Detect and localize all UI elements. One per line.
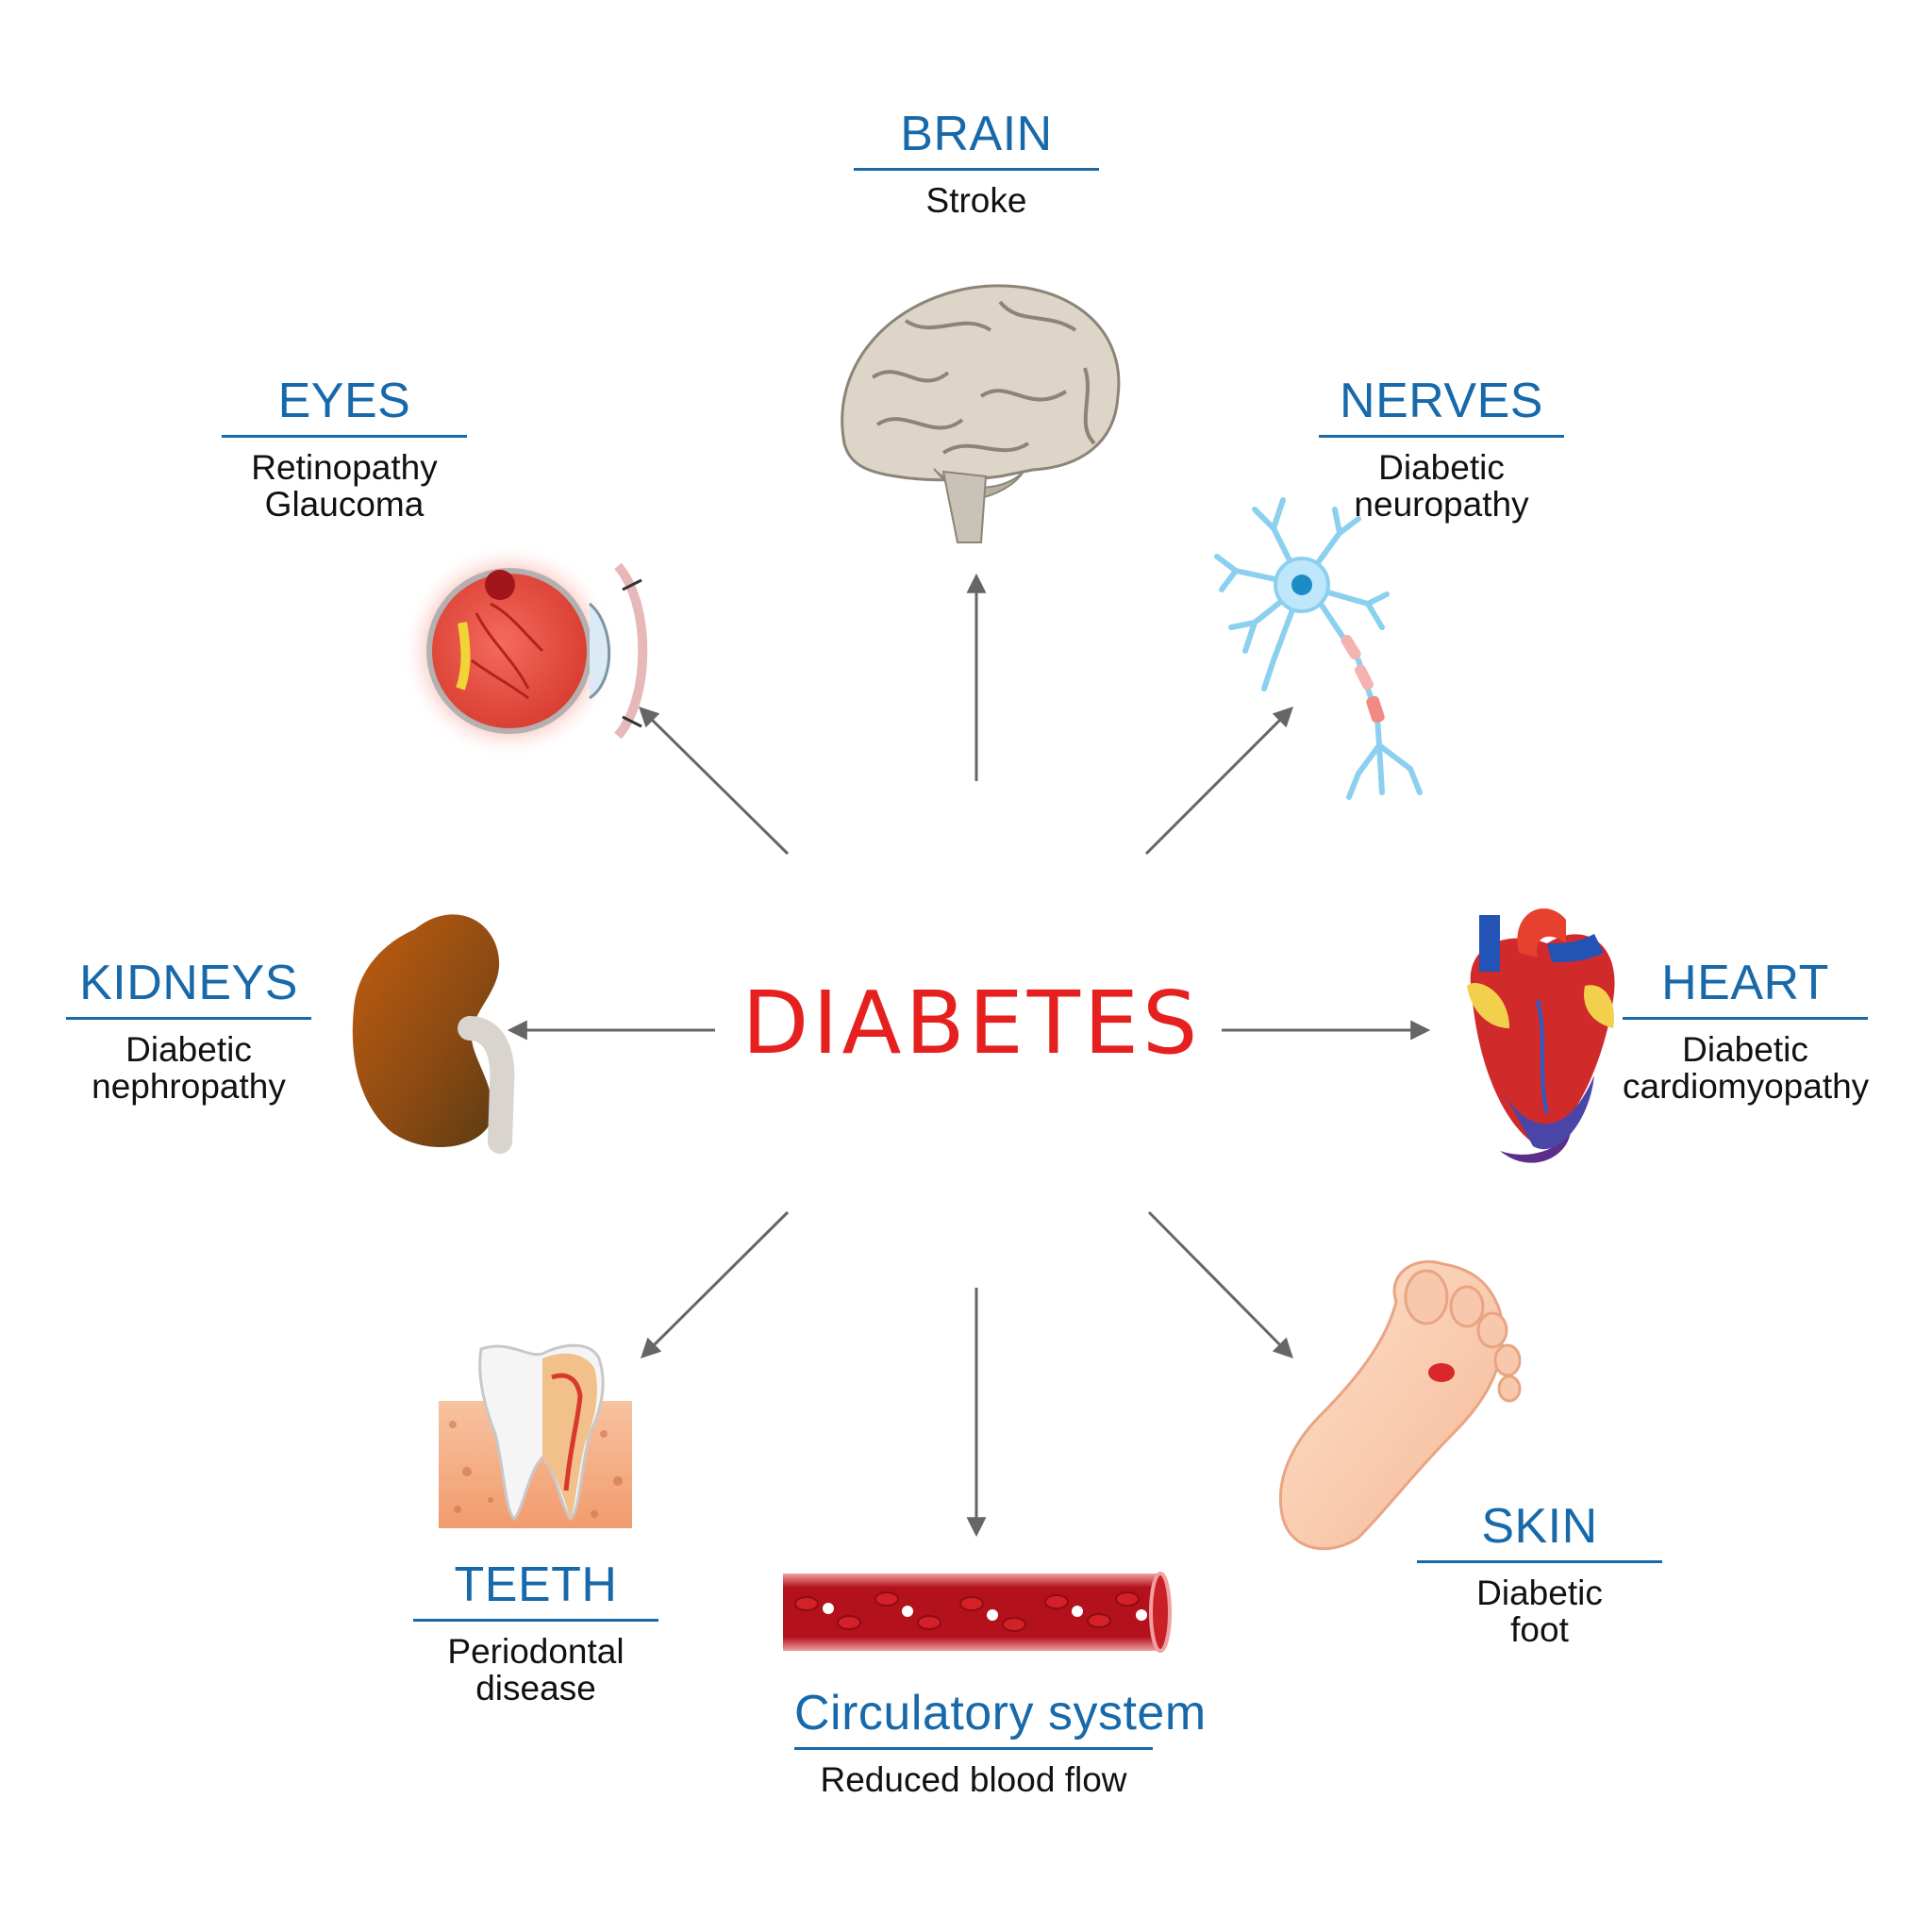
organ-desc-teeth: Periodontal disease — [447, 1632, 625, 1707]
arrow-to-nerves — [1144, 707, 1293, 856]
organ-desc-nerves: Diabetic neuropathy — [1354, 448, 1529, 524]
label-circulatory: Circulatory system Reduced blood flow — [794, 1685, 1206, 1799]
organ-name-circulatory: Circulatory system — [794, 1685, 1206, 1750]
arrow-to-teeth — [641, 1210, 790, 1358]
tooth-icon — [439, 1343, 632, 1528]
organ-name-heart: HEART — [1623, 955, 1868, 1020]
eye-icon — [401, 542, 648, 759]
label-nerves: NERVES Diabetic neuropathy — [1319, 373, 1564, 523]
organ-name-kidneys: KIDNEYS — [66, 955, 311, 1020]
diagram-title: DIABETES — [741, 973, 1202, 1074]
label-eyes: EYES Retinopathy Glaucoma — [222, 373, 467, 523]
label-brain: BRAIN Stroke — [854, 106, 1099, 219]
organ-name-skin: SKIN — [1417, 1498, 1662, 1563]
organ-desc-eyes: Retinopathy Glaucoma — [251, 448, 438, 524]
organ-desc-heart: Diabetic cardiomyopathy — [1623, 1030, 1870, 1106]
neuron-body — [1274, 557, 1385, 724]
organ-desc-kidneys: Diabetic nephropathy — [92, 1030, 286, 1106]
label-teeth: TEETH Periodontal disease — [413, 1557, 658, 1707]
organ-name-teeth: TEETH — [413, 1557, 658, 1622]
heart-icon — [1467, 908, 1615, 1163]
organ-name-nerves: NERVES — [1319, 373, 1564, 438]
foot-icon — [1278, 1259, 1522, 1551]
arrow-to-skin — [1147, 1210, 1293, 1358]
label-heart: HEART Diabetic cardiomyopathy — [1623, 955, 1870, 1106]
organ-name-eyes: EYES — [222, 373, 467, 438]
blood-vessel-icon — [783, 1572, 1172, 1653]
label-kidneys: KIDNEYS Diabetic nephropathy — [66, 955, 311, 1105]
organ-name-brain: BRAIN — [854, 106, 1099, 171]
arrows — [507, 573, 1431, 1538]
kidney-icon — [352, 914, 515, 1154]
brain-icon — [841, 284, 1121, 543]
label-skin: SKIN Diabetic foot — [1417, 1498, 1662, 1648]
organ-desc-brain: Stroke — [925, 181, 1027, 220]
organ-desc-circulatory: Reduced blood flow — [820, 1760, 1127, 1799]
arrow-to-eyes — [639, 707, 790, 856]
organ-desc-skin: Diabetic foot — [1476, 1574, 1603, 1649]
